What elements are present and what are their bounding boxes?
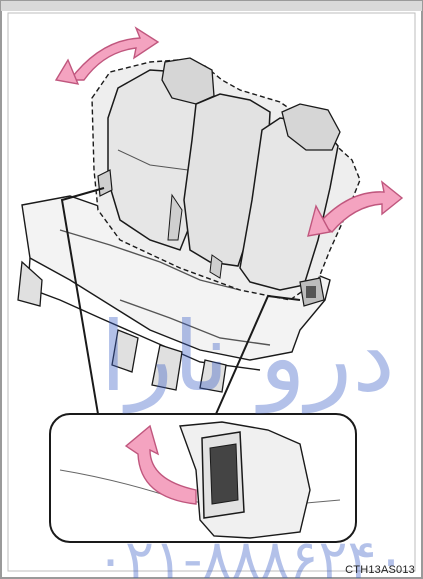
lever-closeup-handle <box>210 444 238 504</box>
figure-code: CTH13AS013 <box>345 564 415 576</box>
recline-lever-handle <box>306 286 316 298</box>
lever-detail-box <box>50 414 356 542</box>
watermark-text: درو نارا <box>100 301 395 414</box>
figure-top-band <box>1 1 422 11</box>
